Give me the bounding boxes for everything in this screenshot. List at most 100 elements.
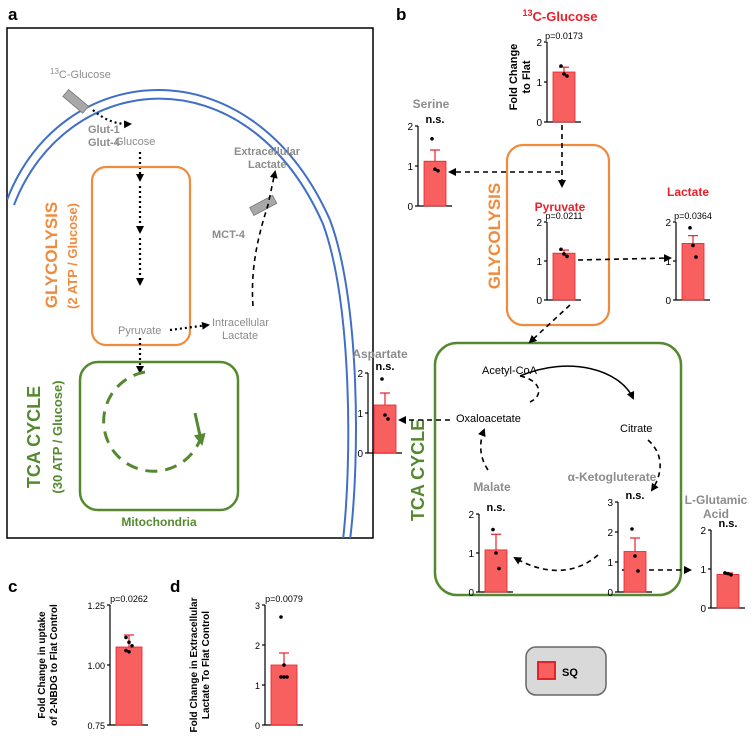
- chart-5-tick-label: 2: [468, 510, 474, 521]
- panel-letter-b: b: [396, 5, 406, 24]
- chart-2-tick-label: 1: [536, 257, 542, 268]
- chart-2-tick-label: 2: [536, 218, 542, 229]
- oxaloacetate-label: Oxaloacetate: [456, 413, 521, 425]
- chart-3-data-point: [691, 243, 695, 248]
- glut-transporter-icon: [62, 89, 90, 114]
- chart-4-title: Aspartate: [352, 347, 408, 361]
- chart-8-bar: [115, 646, 143, 726]
- chart-0-bar: [552, 71, 576, 123]
- chart-7-bar: [716, 574, 740, 609]
- panel-letter-c: c: [8, 577, 17, 596]
- chart-0-data-point: [565, 74, 569, 78]
- glycolysis-box: [90, 165, 192, 347]
- citrate-label: Citrate: [620, 423, 652, 435]
- oxalo-join-arrow: [519, 375, 540, 403]
- tca-title-a: TCA CYCLE: [24, 386, 44, 488]
- tca-cycle-arrowhead: [193, 412, 206, 446]
- chart-6-data-point: [633, 554, 637, 558]
- chart-3-tick-label: 1: [665, 257, 671, 268]
- citrate-to-akg-arrow: [647, 439, 661, 492]
- chart-8-tick-label: 1.25: [87, 601, 105, 611]
- chart-4-bar: [373, 404, 397, 454]
- chart-8-ylabel-line-2: of 2-NBDG to Flat Control: [49, 604, 60, 726]
- chart-9-tick-label: 1: [255, 681, 260, 691]
- tca-atp-label: (30 ATP / Glucose): [50, 380, 65, 493]
- chart-0-annotation: p=0.0173: [545, 31, 583, 41]
- chart-3-data-point: [688, 226, 692, 230]
- chart-9-annotation: p=0.0079: [265, 594, 303, 604]
- legend-box: [525, 646, 607, 696]
- chart-8-data-point: [124, 635, 128, 640]
- chart-6-tick-label: 3: [607, 498, 613, 509]
- chart-1-data-point: [433, 167, 437, 171]
- chart-2-data-point: [565, 254, 569, 259]
- chart-7-data-point: [723, 571, 727, 575]
- chart-9-data-point: [285, 675, 289, 679]
- tca-box-b: [433, 341, 683, 597]
- chart-5-data-point: [497, 566, 501, 571]
- chart-0-tick-label: 2: [536, 38, 542, 49]
- mct4-label: MCT-4: [212, 229, 246, 241]
- chart-6-title: α-Ketogluterate: [568, 470, 657, 484]
- chart-3-tick-label: 2: [665, 218, 671, 229]
- chart-4-annotation: n.s.: [376, 361, 395, 373]
- chart-8-tick-label: 0.75: [87, 721, 105, 731]
- chart-3-annotation: p=0.0364: [674, 211, 712, 221]
- chart-8-ylabel-line-1: Fold Change in uptake: [37, 611, 48, 719]
- chart-7-data-point: [726, 571, 730, 576]
- chart-4-data-point: [383, 413, 387, 417]
- chart-6-data-point: [636, 569, 640, 573]
- tca-title-b: TCA CYCLE: [408, 419, 428, 521]
- extracellular-label-1: Extracellular: [234, 146, 301, 158]
- glycolysis-title: GLYCOLYSIS: [42, 202, 61, 308]
- chart-4-data-point: [386, 417, 390, 421]
- glucose-in-label: 13C-Glucose: [50, 67, 111, 81]
- pyruvate-to-lactate-arrow-b: [577, 254, 672, 263]
- chart-7-tick-label: 0: [700, 604, 706, 615]
- chart-1-tick-label: 2: [407, 122, 413, 133]
- intracellular-label-1: Intracellular: [212, 317, 269, 329]
- acetyl-coa-label: Acetyl-CoA: [482, 365, 538, 377]
- mitochondria-box: [78, 360, 240, 512]
- chart-9-data-point: [282, 663, 286, 667]
- chart-8-data-point: [124, 648, 128, 653]
- pyruvate-to-acetylcoa-arrow: [528, 304, 571, 344]
- chart-5-tick-label: 1: [468, 549, 474, 560]
- panel-a-frame: [6, 27, 374, 539]
- glucose-ylabel-1: Fold Change: [508, 44, 520, 111]
- glut1-label: Glut-1: [88, 124, 120, 136]
- chart-4-data-point: [380, 377, 384, 381]
- chart-9-ylabel-line-1: Fold Change in Extracellular: [189, 597, 200, 732]
- chart-9-data-point: [282, 675, 286, 679]
- chart-0-title: 13C-Glucose: [522, 8, 597, 24]
- chart-1-annotation: n.s.: [426, 114, 445, 126]
- chart-9-ylabel-line-2: Lactate To Flat Control: [201, 611, 212, 719]
- chart-9-tick-label: 3: [255, 601, 260, 611]
- glycolysis-atp-label: (2 ATP / Glucose): [65, 203, 80, 309]
- chart-8-tick-label: 1.00: [87, 661, 105, 671]
- chart-6-tick-label: 1: [607, 558, 613, 569]
- chart-5-data-point: [491, 527, 495, 532]
- panel-letter-d: d: [170, 577, 180, 596]
- chart-2-data-point: [562, 252, 566, 256]
- chart-8-annotation: p=0.0262: [110, 594, 148, 604]
- chart-7-tick-label: 2: [700, 526, 706, 537]
- chart-1-data-point: [436, 169, 440, 173]
- chart-2-annotation: p=0.0211: [545, 211, 582, 221]
- chart-3-title: Lactate: [667, 185, 709, 199]
- tca-cycle-loop: [102, 370, 202, 473]
- chart-7-annotation: n.s.: [719, 518, 738, 530]
- pyruvate-label-a: Pyruvate: [118, 325, 161, 337]
- chart-6-annotation: n.s.: [626, 490, 645, 502]
- glucose-ylabel-2: to Flat: [521, 60, 533, 93]
- glycolysis-title-b: GLYCOLYSIS: [485, 183, 504, 289]
- legend-label: SQ: [562, 667, 578, 679]
- chart-1-data-point: [430, 137, 434, 141]
- lactate-export-arrow: [251, 170, 278, 307]
- legend-swatch: [537, 661, 556, 680]
- chart-6-tick-label: 2: [607, 528, 613, 539]
- pyruvate-to-lactate-arrow: [169, 321, 210, 332]
- extracellular-label-2: Lactate: [248, 159, 287, 171]
- chart-2-bar: [552, 252, 576, 301]
